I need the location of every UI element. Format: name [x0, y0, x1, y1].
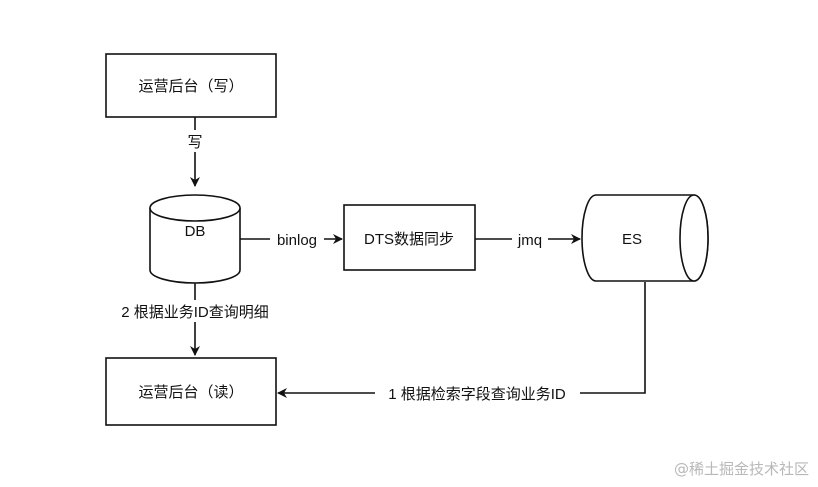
es-node: ES [581, 194, 709, 282]
jmq-edge: jmq [475, 232, 581, 249]
ops-read-label: 运营后台（读） [138, 384, 243, 401]
query-detail-edge: 2 根据业务ID查询明细 [121, 283, 269, 356]
watermark-text: @稀土掘金技术社区 [674, 460, 809, 478]
es-label: ES [622, 231, 642, 248]
ops-write-node: 运营后台（写） [105, 53, 277, 118]
ops-read-node: 运营后台（读） [105, 357, 277, 426]
write-edge-label: 写 [187, 134, 202, 151]
write-edge: 写 [187, 117, 203, 187]
dts-node: DTS数据同步 [343, 204, 476, 271]
binlog-edge: binlog [240, 232, 343, 249]
jmq-edge-label: jmq [517, 232, 542, 249]
db-label: DB [185, 223, 206, 240]
search-ids-edge: 1 根据检索字段查询业务ID [277, 282, 646, 403]
ops-write-label: 运营后台（写） [138, 78, 243, 95]
query-detail-edge-label: 2 根据业务ID查询明细 [121, 304, 269, 321]
binlog-edge-label: binlog [277, 232, 317, 249]
search-ids-edge-label: 1 根据检索字段查询业务ID [388, 386, 566, 403]
db-node: DB [149, 194, 241, 284]
dts-label: DTS数据同步 [364, 231, 454, 248]
